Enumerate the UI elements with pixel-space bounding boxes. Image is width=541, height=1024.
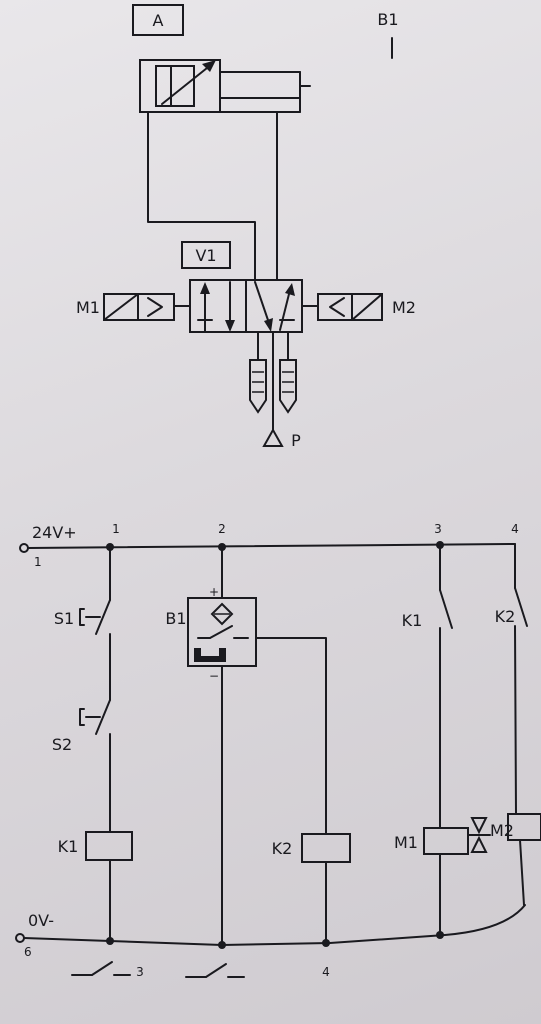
pneumatic-circuit: A B1 V1 xyxy=(76,4,416,450)
terminal-24v xyxy=(19,543,29,553)
cylinder xyxy=(139,59,311,113)
contact-reference-k1 xyxy=(71,961,131,976)
solenoid-right xyxy=(301,293,383,321)
valve-label: V1 xyxy=(195,246,216,265)
electrical-circuit: 24V+ 1 0V- 6 1 2 3 4 S1 xyxy=(15,522,541,979)
column-number-3: 3 xyxy=(434,522,442,536)
pressure-label: P xyxy=(291,431,301,450)
terminal-0v xyxy=(15,933,25,943)
column-3 xyxy=(423,544,491,936)
sensor-diamond xyxy=(210,602,234,626)
coil-m2-label: M2 xyxy=(490,821,514,840)
solenoid-right-label: M2 xyxy=(392,298,416,317)
supply-negative-label: 0V- xyxy=(28,911,54,930)
valve-label-box xyxy=(181,241,231,269)
supply-positive-label: 24V+ xyxy=(32,523,77,542)
relay-k2-label: K2 xyxy=(272,839,293,858)
column-1 xyxy=(85,546,133,942)
exhaust-silencer-left xyxy=(249,331,267,414)
negative-rail xyxy=(23,904,526,946)
coil-m1 xyxy=(423,827,469,855)
directional-valve xyxy=(189,279,303,333)
junction-bottom-2 xyxy=(218,941,226,949)
sensor-minus: − xyxy=(209,669,219,683)
relay-k2-coil xyxy=(301,833,351,863)
contact-k2-label: K2 xyxy=(495,607,516,626)
contact-k1-label: K1 xyxy=(402,611,423,630)
exhaust-silencer-right xyxy=(279,331,297,414)
relay-k1-label: K1 xyxy=(58,837,79,856)
solenoid-left xyxy=(103,293,191,321)
column-number-4: 4 xyxy=(511,522,519,536)
column-4 xyxy=(507,543,541,906)
coil-m2 xyxy=(507,813,541,841)
valve-symbol-top xyxy=(470,817,488,835)
column-2 xyxy=(187,546,351,947)
column-number-1: 1 xyxy=(112,522,120,536)
cylinder-label: A xyxy=(153,11,164,30)
air-line-a xyxy=(147,111,256,281)
junction-bottom-3 xyxy=(322,939,330,947)
junction-bottom-4 xyxy=(436,931,444,939)
switch-s1-label: S1 xyxy=(54,609,74,628)
switch-s2-label: S2 xyxy=(52,735,72,754)
switch-s1-actuator xyxy=(79,608,101,626)
contact-reference-k1-column: 3 xyxy=(136,965,144,979)
cylinder-label-box xyxy=(132,4,184,36)
coil-m1-label: M1 xyxy=(394,833,418,852)
contact-reference-k2 xyxy=(185,963,245,978)
supply-positive-node: 1 xyxy=(34,555,42,569)
junction-bottom-1 xyxy=(106,937,114,945)
column-number-2: 2 xyxy=(218,522,226,536)
sensor-b1-label: B1 xyxy=(165,609,186,628)
supply-negative-node: 6 xyxy=(24,945,32,959)
sensor-label: B1 xyxy=(377,10,398,29)
pressure-source xyxy=(262,427,284,447)
sensor-plus: + xyxy=(209,585,219,599)
solenoid-left-label: M1 xyxy=(76,298,100,317)
contact-reference-k2-column: 4 xyxy=(322,965,330,979)
valve-symbol-bottom xyxy=(470,835,488,853)
sensor-target xyxy=(194,648,226,662)
switch-s2-actuator xyxy=(79,708,101,726)
relay-k1-coil xyxy=(85,831,133,861)
